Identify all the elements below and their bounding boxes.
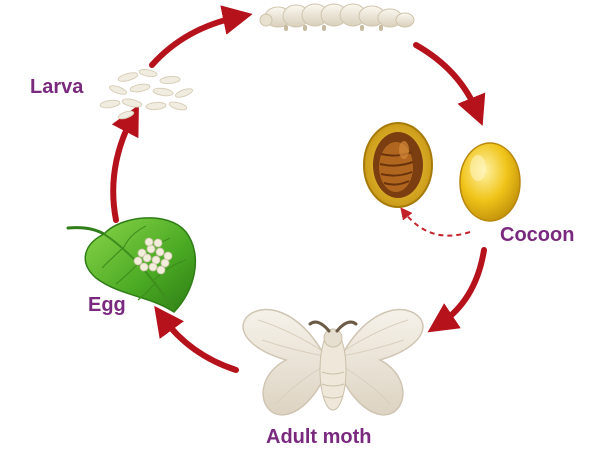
leaf-with-eggs-icon	[66, 217, 197, 313]
arrow-larva-to-caterpillar	[149, 5, 253, 68]
larva-group-icon	[99, 68, 194, 120]
arrow-caterpillar-to-cocoon	[413, 42, 486, 126]
stage-label-egg: Egg	[88, 294, 126, 316]
cocoon-icon	[459, 142, 521, 222]
stage-label-cocoon: Cocoon	[500, 224, 575, 246]
dashed-arrow-cocoon-to-pupa	[400, 207, 471, 237]
moth-icon	[242, 308, 424, 416]
stage-label-adult-moth: Adult moth	[266, 426, 372, 448]
arrow-cocoon-to-moth	[427, 247, 487, 333]
caterpillar-icon	[259, 3, 415, 31]
cycle-arrows	[110, 5, 487, 373]
cut-cocoon-icon	[363, 122, 433, 208]
arrow-egg-to-larva	[110, 104, 139, 223]
arrow-moth-to-egg	[154, 305, 239, 373]
stage-label-larva: Larva	[30, 76, 84, 98]
